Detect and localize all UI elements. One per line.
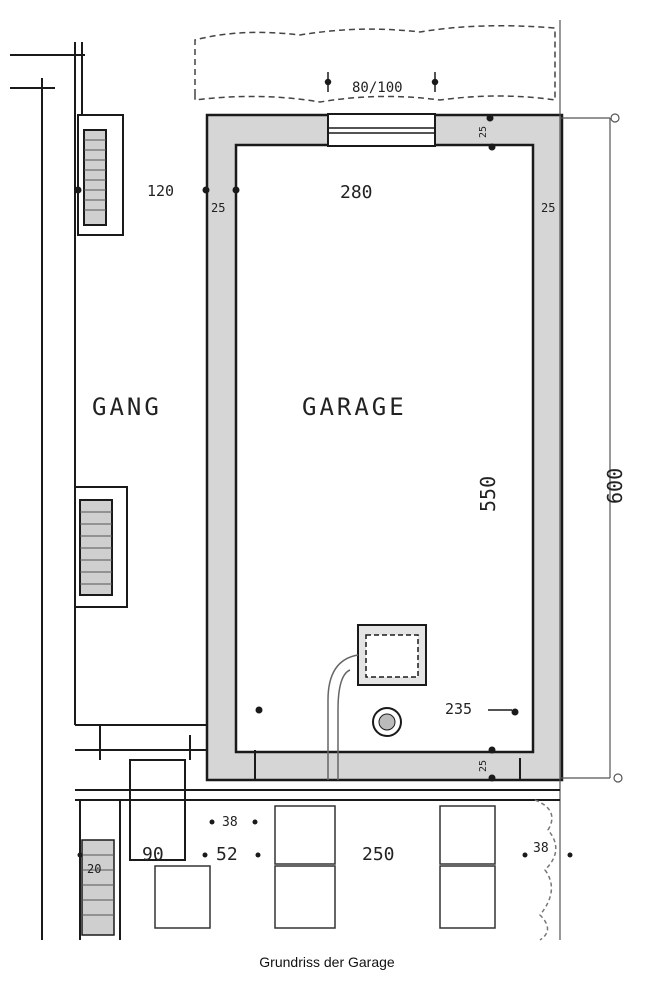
dimension-label: 250: [362, 844, 395, 865]
hedge-sketch: [534, 799, 557, 941]
floor-drain-circle: [372, 707, 402, 737]
window-upper-left: [77, 114, 124, 236]
dimension-label: 25: [541, 201, 555, 215]
dimension-label: 25: [211, 201, 225, 215]
dimension-label: 38: [222, 815, 238, 830]
dimension-label: 38: [533, 841, 549, 856]
dimension-label: 235: [445, 700, 472, 718]
figure-caption: Grundriss der Garage: [259, 954, 395, 970]
dimension-label: 90: [142, 844, 164, 865]
dimension-label: 25: [478, 760, 489, 772]
stair-block: [129, 759, 186, 861]
window-bottom-left: [81, 839, 115, 936]
top-boundary-outline: [194, 25, 556, 103]
window-lower-left: [74, 486, 128, 608]
room-label-gang: GANG: [92, 393, 162, 421]
window-size-label: 80/100: [352, 80, 403, 96]
dimension-label: 280: [340, 182, 373, 203]
dimension-label: 120: [147, 182, 174, 200]
floor-plan-drawing: GANG GARAGE 80/100 120 280 25 25 25 25 5…: [10, 20, 627, 941]
drain-fixture: [327, 624, 427, 780]
window-top: [327, 113, 436, 147]
dimension-label: 20: [87, 862, 101, 876]
dimension-label: 52: [216, 844, 238, 865]
dimension-label: 600: [603, 468, 627, 504]
dimension-label: 25: [478, 126, 489, 138]
room-label-garage: GARAGE: [302, 393, 407, 421]
paving-grid: [154, 805, 496, 929]
dimension-label: 550: [476, 476, 500, 512]
